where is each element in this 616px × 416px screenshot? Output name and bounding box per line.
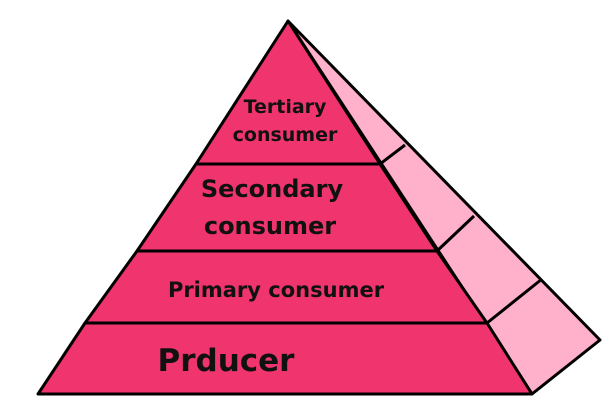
tertiary-label-line-1: Tertiary [244, 96, 327, 118]
level-tertiary-band [194, 19, 382, 166]
side-divider-3 [486, 277, 543, 325]
secondary-label-line-2: consumer [204, 212, 336, 240]
primary-label: Primary consumer [168, 278, 385, 302]
secondary-label-line-1: Secondary [201, 175, 344, 203]
side-divider-2 [435, 214, 476, 253]
producer-label: Prducer [158, 343, 296, 379]
tertiary-label-line-2: consumer [233, 124, 338, 146]
side-divider-1 [379, 143, 406, 166]
